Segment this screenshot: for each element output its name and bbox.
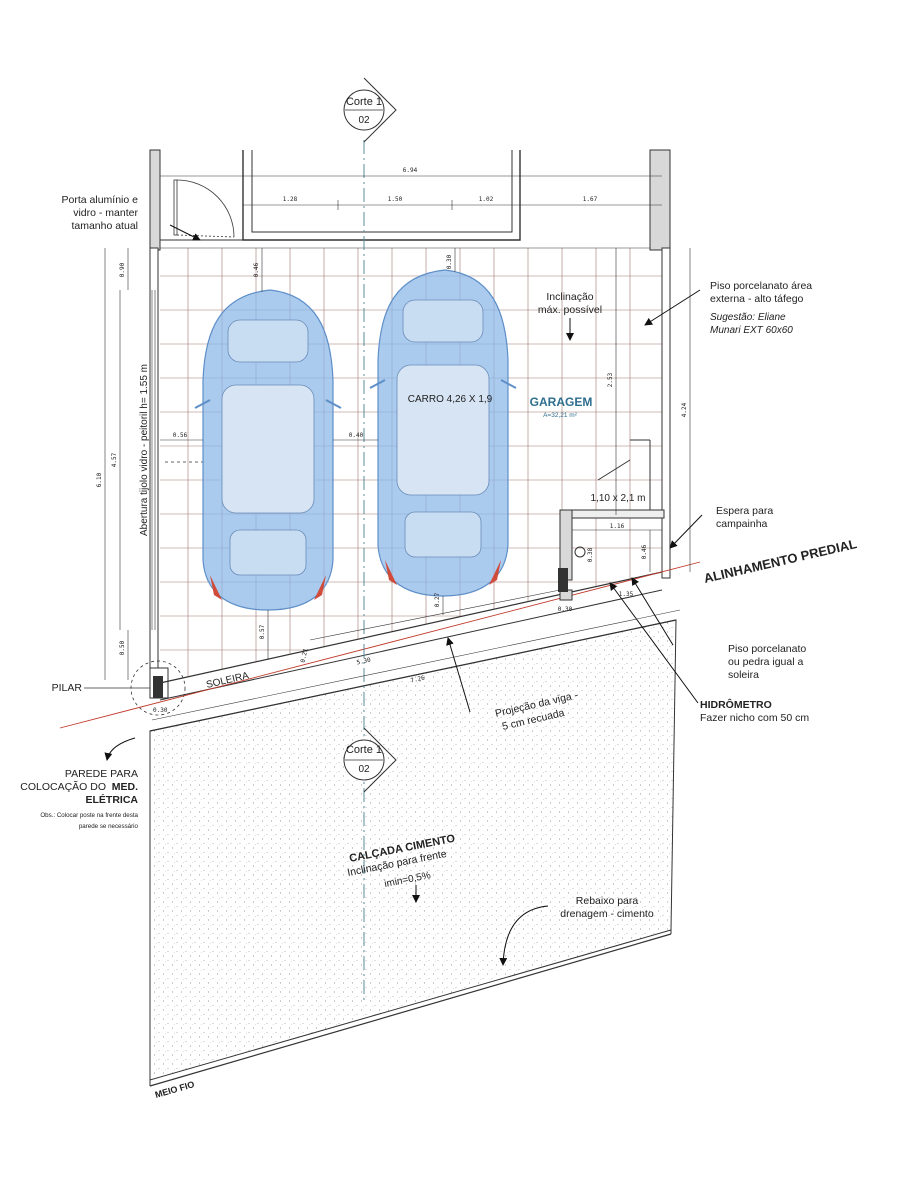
- section-label-top: Corte 1: [346, 96, 382, 108]
- slope-note-1: Inclinação: [546, 291, 593, 303]
- floor-note-1: Piso porcelanato área: [710, 280, 812, 292]
- dim-soleira-small: 0.21: [300, 647, 310, 663]
- floor-note-2: externa - alto táfego: [710, 293, 804, 305]
- door-note-2: vidro - manter: [73, 207, 138, 219]
- dim-top-seg-3: 1.02: [479, 196, 494, 203]
- curb-label: MEIO FIO: [154, 1079, 196, 1100]
- water-meter-icon: [574, 546, 586, 558]
- dim-top-seg-1: 1.28: [283, 196, 298, 203]
- dim-car-left-bottom: 0.57: [259, 624, 266, 639]
- threshold-note-3: soleira: [728, 669, 759, 681]
- drain-note-2: drenagem - cimento: [560, 908, 654, 920]
- dim-between-cars: 0.40: [349, 432, 364, 439]
- dim-top-seg-4: 1.67: [583, 196, 598, 203]
- water-meter-box: [558, 568, 568, 592]
- dim-car-right-bottom: 0.27: [434, 592, 441, 607]
- car-right: [369, 269, 517, 597]
- floor-suggest-2: Munari EXT 60x60: [710, 325, 793, 336]
- floor-suggest-1: Sugestão: Eliane: [710, 312, 786, 323]
- dim-pilar-small: 0.30: [153, 707, 168, 714]
- wall-note-3: ELÉTRICA: [86, 793, 139, 806]
- dim-top-total: 6.94: [403, 167, 418, 174]
- threshold-note-1: Piso porcelanato: [728, 643, 806, 655]
- section-sheet-bottom: 02: [358, 764, 370, 775]
- dim-front-length: 7.26: [410, 675, 426, 685]
- dim-car-left-top: 0.46: [253, 262, 260, 277]
- gate-size: 1,10 x 2,1 m: [590, 493, 645, 504]
- threshold-note-2: ou pedra igual a: [728, 656, 803, 668]
- slope-note-2: máx. possível: [538, 304, 602, 316]
- gate-structure: [559, 439, 665, 601]
- wall-obs-2: parede se necessário: [79, 823, 139, 830]
- property-line-label: ALINHAMENTO PREDIAL: [702, 536, 858, 586]
- room-name: GARAGEM: [530, 395, 593, 409]
- dim-soleira-length: 5.30: [356, 657, 372, 667]
- wall-note-1: PAREDE PARA: [65, 768, 138, 780]
- car-left: [194, 289, 342, 611]
- window-note: Abertura tijolo vidro - peitoril h= 1.55…: [139, 364, 150, 536]
- bell-note-1: Espera para: [716, 505, 773, 517]
- door-note-3: tamanho atual: [71, 220, 138, 232]
- dim-right-total: 4.24: [681, 402, 688, 417]
- dimension-lines: [104, 175, 691, 721]
- car-label: CARRO 4,26 X 1,9: [408, 394, 493, 405]
- door-note-1: Porta alumínio e: [62, 194, 139, 206]
- glass-block-window: [151, 290, 159, 630]
- dim-meter-small: 0.38: [587, 547, 594, 562]
- section-marker-top: Corte 1 02: [343, 77, 397, 143]
- section-marker-bottom: Corte 1 02: [343, 727, 397, 793]
- section-label-bottom: Corte 1: [346, 744, 382, 756]
- front-threshold: [149, 571, 677, 732]
- wall-note-bold: MED.: [112, 781, 138, 793]
- dim-gate-right: 1.16: [610, 523, 625, 530]
- section-sheet-top: 02: [358, 115, 370, 126]
- dim-left-inner: 4.57: [111, 452, 118, 467]
- wall-obs-1: Obs.: Colocar poste na frente desta: [40, 812, 138, 819]
- bell-note-2: campainha: [716, 518, 768, 530]
- wall-note-2: COLOCAÇÃO DO: [20, 780, 106, 793]
- room-area: A=32,21 m²: [543, 412, 578, 419]
- dim-car-right-top: 0.30: [446, 254, 453, 269]
- drain-note-1: Rebaixo para: [576, 895, 639, 907]
- pilar-label: PILAR: [52, 682, 83, 694]
- dim-right-inner: 2.53: [607, 372, 614, 387]
- leader-arrows: [104, 224, 703, 966]
- dim-car-left-side: 0.56: [173, 432, 188, 439]
- dim-top-seg-2: 1.50: [388, 196, 403, 203]
- property-line: [59, 561, 701, 729]
- door: [173, 179, 235, 238]
- dim-left-bottom: 0.50: [119, 640, 126, 655]
- electric-meter-box: [153, 676, 163, 698]
- dim-meter-width: 0.30: [558, 606, 573, 613]
- dim-gate-depth: 0.46: [641, 544, 648, 559]
- dim-left-top: 0.90: [119, 262, 126, 277]
- dim-meter-right: 1.35: [619, 591, 634, 598]
- dim-left-total: 6.10: [96, 472, 103, 487]
- soleira-label: SOLEIRA: [205, 670, 250, 691]
- meter-title: HIDRÔMETRO: [700, 698, 772, 711]
- meter-note: Fazer nicho com 50 cm: [700, 712, 809, 724]
- curb-line: [149, 933, 672, 1087]
